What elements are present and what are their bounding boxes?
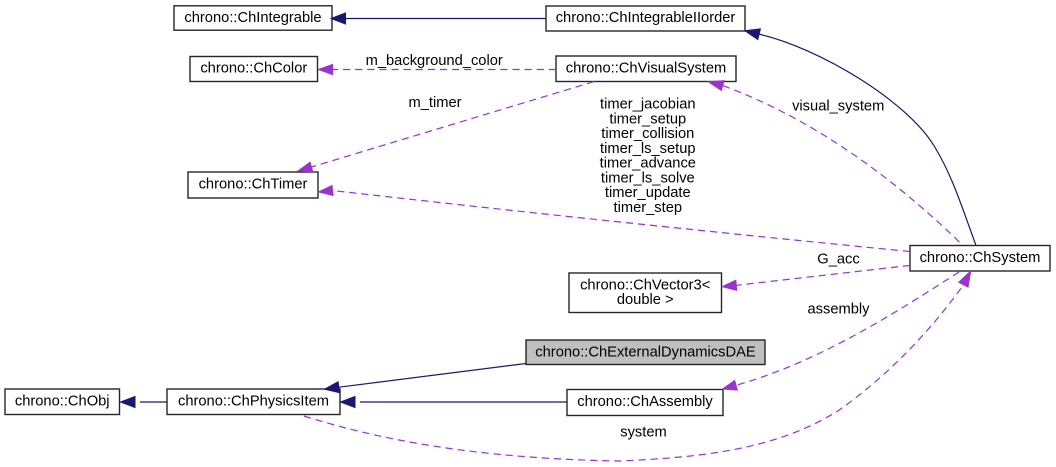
- svg-text:timer_step: timer_step: [614, 200, 683, 216]
- svg-text:G_acc: G_acc: [817, 252, 859, 268]
- svg-text:chrono::ChVisualSystem: chrono::ChVisualSystem: [566, 60, 727, 76]
- svg-text:chrono::ChObj: chrono::ChObj: [15, 393, 110, 409]
- svg-text:chrono::ChSystem: chrono::ChSystem: [920, 250, 1041, 266]
- svg-text:chrono::ChIntegrable: chrono::ChIntegrable: [184, 10, 321, 26]
- svg-text:m_timer: m_timer: [408, 95, 461, 111]
- svg-text:chrono::ChExternalDynamicsDAE: chrono::ChExternalDynamicsDAE: [535, 344, 756, 360]
- svg-text:chrono::ChVector3<: chrono::ChVector3<: [580, 277, 710, 293]
- svg-text:double >: double >: [617, 292, 674, 308]
- svg-text:timer_advance: timer_advance: [600, 156, 696, 172]
- svg-text:assembly: assembly: [807, 302, 870, 318]
- svg-text:chrono::ChPhysicsItem: chrono::ChPhysicsItem: [178, 393, 329, 409]
- svg-text:timer_setup: timer_setup: [609, 111, 686, 127]
- svg-text:timer_ls_setup: timer_ls_setup: [600, 141, 696, 157]
- svg-text:chrono::ChTimer: chrono::ChTimer: [199, 177, 308, 193]
- svg-text:chrono::ChAssembly: chrono::ChAssembly: [577, 394, 713, 410]
- svg-text:chrono::ChColor: chrono::ChColor: [200, 61, 307, 77]
- svg-text:timer_ls_solve: timer_ls_solve: [601, 170, 695, 186]
- svg-text:chrono::ChIntegrableIIorder: chrono::ChIntegrableIIorder: [556, 10, 736, 26]
- svg-text:system: system: [620, 425, 667, 441]
- svg-text:timer_collision: timer_collision: [601, 126, 694, 142]
- svg-text:timer_update: timer_update: [605, 185, 691, 201]
- svg-text:timer_jacobian: timer_jacobian: [600, 97, 696, 113]
- svg-text:m_background_color: m_background_color: [366, 53, 503, 69]
- svg-text:visual_system: visual_system: [792, 98, 884, 114]
